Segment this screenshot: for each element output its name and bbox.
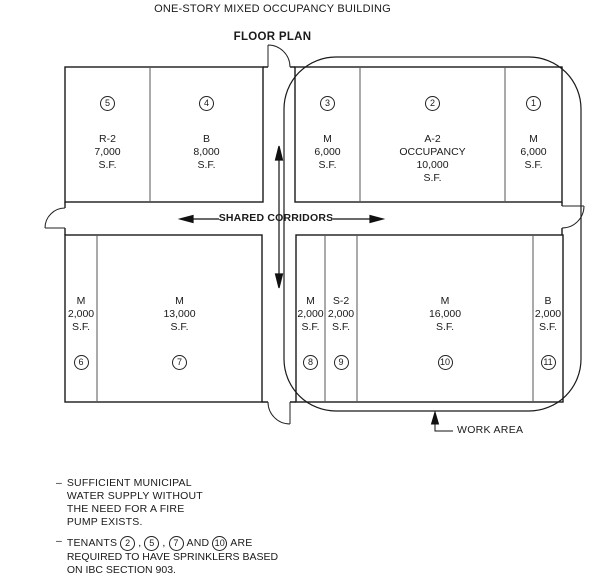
room-7-label: M 13,000 S.F.: [163, 295, 196, 333]
room-2-label: A-2 OCCUPANCY 10,000 S.F.: [399, 133, 466, 184]
room-11-label: B 2,000 S.F.: [534, 295, 562, 333]
note-text: AND: [186, 536, 210, 549]
room-6-label: M 2,000 S.F.: [67, 295, 95, 333]
tenant-10-badge: 10: [212, 535, 228, 551]
door-right-corridor: [561, 205, 585, 229]
room-1: 1 M 6,000 S.F.: [505, 67, 562, 231]
room-6: M 2,000 S.F. 6: [65, 235, 97, 462]
arrow-down-icon: [274, 273, 284, 289]
room-2-number-badge: 2: [425, 96, 440, 111]
room-5-label: R-2 7,000 S.F.: [94, 133, 121, 171]
room-1-number-badge: 1: [526, 96, 541, 111]
arrow-right-icon: [369, 214, 386, 224]
room-8: M 2,000 S.F. 8: [296, 235, 325, 462]
room-11-number-badge: 11: [540, 355, 556, 370]
room-5: 5 R-2 7,000 S.F.: [65, 67, 150, 231]
shared-corridors-label: SHARED CORRIDORS: [218, 212, 334, 224]
room-11: B 2,000 S.F. 11: [533, 235, 563, 462]
tenant-dividers: [96, 67, 534, 402]
room-10: M 16,000 S.F. 10: [357, 235, 533, 462]
note-water-supply-text: SUFFICIENT MUNICIPAL WATER SUPPLY WITHOU…: [66, 477, 203, 528]
note-sprinklers-line3: ON IBC SECTION 903.: [66, 564, 176, 576]
note-text: TENANTS: [66, 536, 118, 549]
note-water-supply: – SUFFICIENT MUNICIPAL WATER SUPPLY WITH…: [56, 477, 203, 529]
arrow-left-icon: [177, 214, 194, 224]
note-bullet: –: [56, 477, 62, 489]
door-bottom-corridor: [267, 401, 291, 425]
leader-line: [434, 424, 453, 432]
arrow-up-icon: [274, 145, 284, 161]
work-area-boundary: [283, 56, 582, 412]
door-top-corridor: [267, 44, 291, 68]
room-4: 4 B 8,000 S.F.: [150, 67, 263, 231]
note-text: ,: [138, 536, 142, 549]
building-walls: [64, 66, 564, 403]
room-3: 3 M 6,000 S.F.: [295, 67, 360, 231]
room-10-label: M 16,000 S.F.: [428, 295, 462, 333]
room-9-label: S-2 2,000 S.F.: [327, 295, 355, 333]
door-symbols: [44, 44, 585, 425]
note-text: ,: [162, 536, 166, 549]
bottom-right-block: [295, 234, 564, 403]
room-7: M 13,000 S.F. 7: [97, 235, 262, 462]
bottom-left-block: [64, 234, 263, 403]
room-7-number-badge: 7: [172, 355, 187, 370]
drawing-title: ONE-STORY MIXED OCCUPANCY BUILDING: [154, 3, 391, 15]
top-left-block: [64, 66, 264, 203]
note-text: ARE: [230, 536, 253, 549]
room-1-label: M 6,000 S.F.: [520, 133, 547, 171]
tenant-7-badge: 7: [168, 535, 184, 551]
room-5-number-badge: 5: [100, 96, 115, 111]
tenant-5-badge: 5: [144, 535, 160, 551]
corridor-arrows: [177, 145, 386, 289]
drawing-subtitle: FLOOR PLAN: [233, 31, 312, 43]
room-8-number-badge: 8: [303, 355, 318, 370]
room-3-number-badge: 3: [320, 96, 335, 111]
room-9: S-2 2,000 S.F. 9: [325, 235, 357, 462]
room-9-number-badge: 9: [333, 355, 349, 370]
note-bullet: –: [56, 535, 62, 547]
work-area-label: WORK AREA: [457, 424, 524, 436]
room-2: 2 A-2 OCCUPANCY 10,000 S.F.: [360, 67, 505, 231]
top-right-block: [294, 66, 563, 203]
room-10-number-badge: 10: [437, 355, 453, 370]
note-sprinklers-line1: TENANTS 2 , 5 , 7 AND 10 ARE: [67, 535, 278, 551]
note-sprinklers: – TENANTS 2 , 5 , 7 AND 10 ARE REQUIRED …: [56, 535, 278, 577]
tenant-2-badge: 2: [120, 535, 136, 551]
room-4-label: B 8,000 S.F.: [193, 133, 220, 171]
room-3-label: M 6,000 S.F.: [314, 133, 341, 171]
note-sprinklers-line2: REQUIRED TO HAVE SPRINKLERS BASED: [66, 551, 279, 563]
room-4-number-badge: 4: [199, 96, 214, 111]
door-left-corridor: [44, 207, 66, 229]
work-area-leader: [430, 410, 453, 432]
room-6-number-badge: 6: [73, 355, 89, 370]
room-8-label: M 2,000 S.F.: [297, 295, 324, 333]
